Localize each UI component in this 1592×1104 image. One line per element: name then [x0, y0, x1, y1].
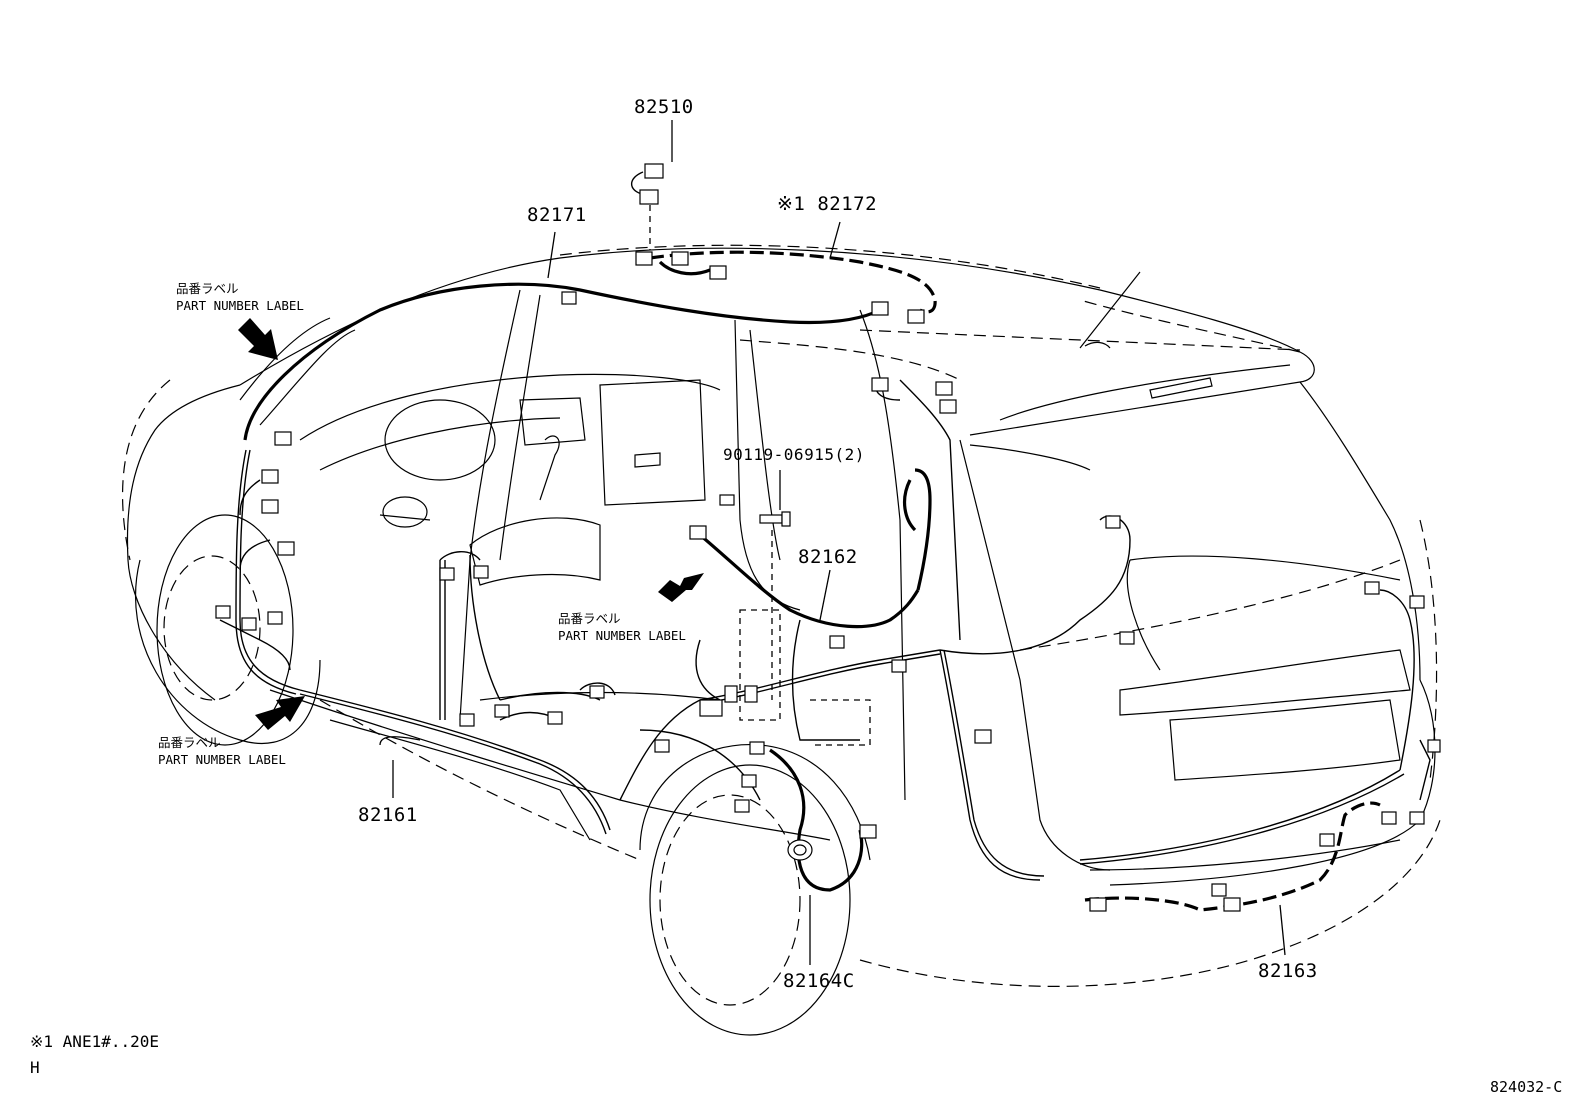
callout-en: PART NUMBER LABEL — [158, 752, 286, 767]
footnote-sub: H — [30, 1058, 40, 1077]
leader-lines — [379, 120, 1286, 965]
callout-en: PART NUMBER LABEL — [558, 628, 686, 643]
harness-82164c — [769, 748, 864, 892]
part-number-label-callout: 品番ラベル PART NUMBER LABEL — [558, 610, 686, 644]
part-number-82164c: 82164C — [783, 970, 855, 992]
figure-code: 824032-C — [1490, 1078, 1563, 1096]
highlighted-harnesses — [243, 250, 1381, 912]
part-number-82161: 82161 — [358, 804, 418, 826]
arrow-icon — [238, 318, 278, 360]
wire-routes — [219, 379, 1431, 881]
footnote-mark: ※1 — [777, 193, 806, 215]
callout-jp: 品番ラベル — [558, 611, 621, 626]
part-number-82172: 82172 — [817, 193, 878, 215]
harness-82171 — [243, 282, 881, 441]
part-number-82163: 82163 — [1258, 960, 1318, 982]
part-number-82172-group: ※1 82172 — [777, 193, 877, 215]
connectors — [215, 163, 1441, 912]
harness-82172 — [649, 250, 937, 314]
part-number-label-callout: 品番ラベル PART NUMBER LABEL — [158, 734, 286, 768]
footnote: ※1 ANE1#..20E — [30, 1032, 159, 1051]
harness-82163 — [1084, 801, 1381, 912]
callout-en: PART NUMBER LABEL — [176, 298, 304, 313]
arrow-icon — [658, 573, 704, 602]
arrow-icon — [255, 696, 305, 730]
part-number-label-callout: 品番ラベル PART NUMBER LABEL — [176, 280, 304, 314]
part-number-bolt: 90119-06915(2) — [723, 445, 865, 464]
harness-82162 — [698, 533, 920, 629]
part-number-82510: 82510 — [634, 96, 694, 118]
part-number-82171: 82171 — [527, 204, 587, 226]
car-body — [121, 244, 1441, 1036]
part-number-label-arrows — [238, 318, 704, 730]
callout-jp: 品番ラベル — [158, 735, 221, 750]
callout-jp: 品番ラベル — [176, 281, 239, 296]
part-number-82162: 82162 — [798, 546, 858, 568]
